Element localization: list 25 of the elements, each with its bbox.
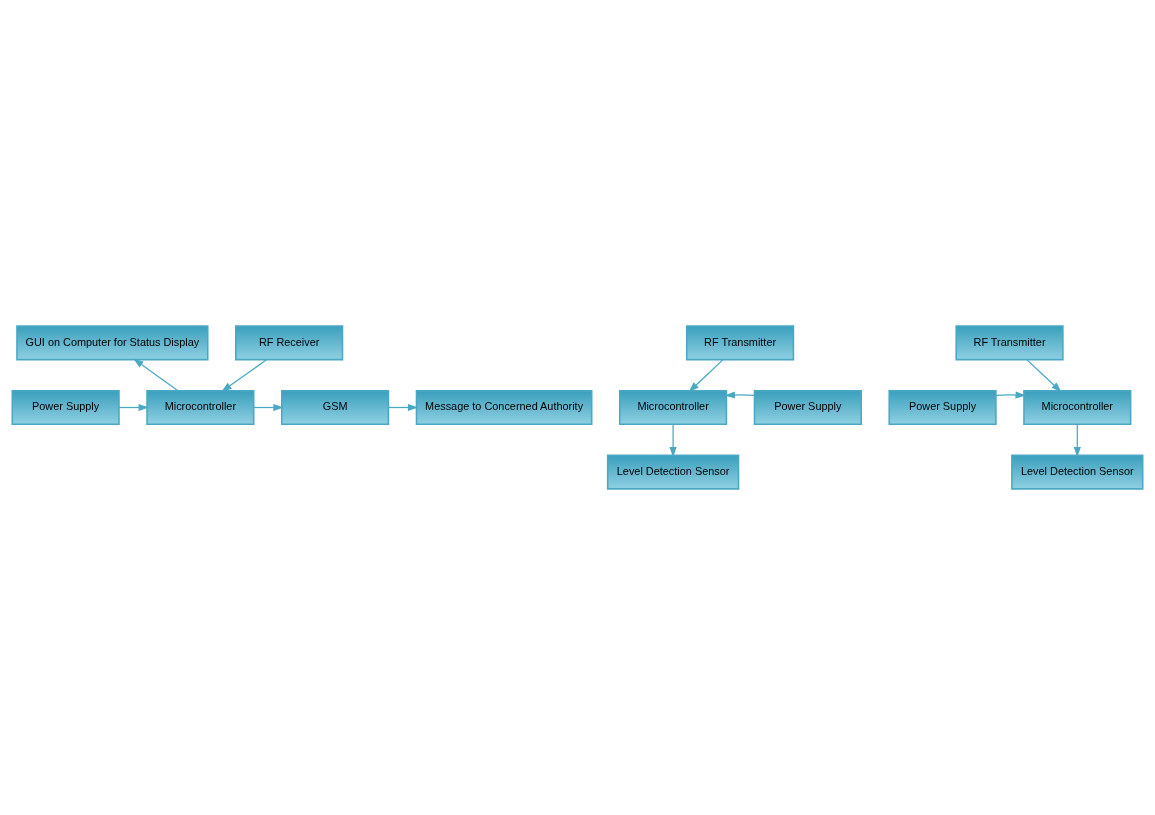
node-box: Microcontroller [1023, 390, 1132, 425]
arrow [724, 391, 756, 399]
node-box: GSM [280, 390, 390, 425]
arrow [688, 359, 724, 393]
node-box: RF Receiver [235, 325, 344, 361]
node-box: GUI on Computer for Status Display [16, 325, 209, 361]
arrow [669, 423, 677, 458]
node-box: Message to Concerned Authority [415, 390, 593, 425]
arrow [118, 403, 149, 412]
arrow [133, 358, 179, 392]
node-box: Microcontroller [618, 390, 728, 425]
arrow [221, 359, 268, 392]
arrow [1026, 359, 1062, 393]
arrow [995, 391, 1026, 399]
node-box: Power Supply [753, 390, 862, 425]
node-box: RF Transmitter [955, 325, 1064, 361]
node-box: Power Supply [888, 390, 997, 425]
node-box: Power Supply [11, 390, 120, 425]
arrow [1073, 423, 1081, 458]
arrow [387, 403, 419, 412]
node-box: Microcontroller [146, 390, 255, 425]
arrow [253, 403, 284, 412]
node-box: RF Transmitter [685, 325, 795, 361]
node-box: Level Detection Sensor [606, 454, 740, 490]
node-box: Level Detection Sensor [1011, 454, 1144, 490]
